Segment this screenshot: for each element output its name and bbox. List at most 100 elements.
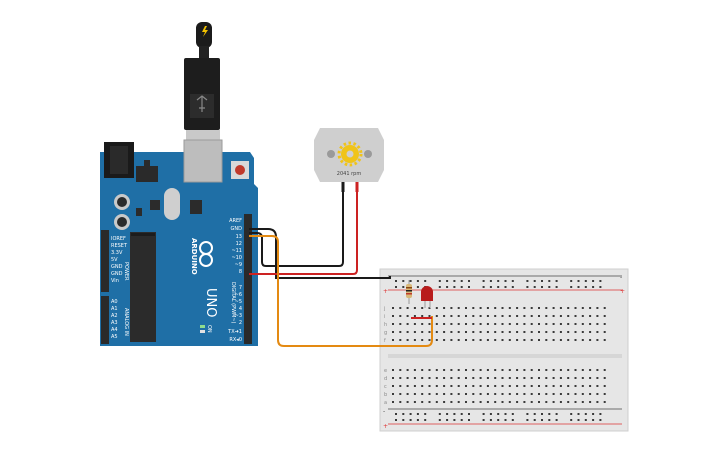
breadboard-hole[interactable]	[413, 323, 416, 325]
breadboard-hole[interactable]	[567, 339, 570, 341]
breadboard-hole[interactable]	[574, 401, 577, 403]
breadboard-hole[interactable]	[486, 323, 489, 325]
breadboard-hole[interactable]	[479, 307, 482, 309]
breadboard-hole[interactable]	[523, 369, 526, 371]
breadboard-hole[interactable]	[577, 286, 580, 288]
breadboard-hole[interactable]	[504, 286, 507, 288]
breadboard-hole[interactable]	[392, 377, 394, 379]
breadboard-hole[interactable]	[530, 339, 533, 341]
breadboard-hole[interactable]	[395, 280, 397, 282]
breadboard-hole[interactable]	[559, 307, 562, 309]
breadboard-hole[interactable]	[530, 385, 533, 387]
breadboard-hole[interactable]	[435, 307, 438, 309]
breadboard-hole[interactable]	[567, 331, 570, 333]
breadboard-hole[interactable]	[574, 377, 577, 379]
breadboard-hole[interactable]	[530, 307, 533, 309]
breadboard-hole[interactable]	[603, 323, 606, 325]
breadboard-hole[interactable]	[589, 369, 592, 371]
breadboard-hole[interactable]	[545, 331, 548, 333]
breadboard-hole[interactable]	[538, 315, 540, 317]
breadboard-hole[interactable]	[559, 315, 562, 317]
breadboard-hole[interactable]	[552, 331, 555, 333]
breadboard-hole[interactable]	[589, 401, 592, 403]
breadboard-hole[interactable]	[409, 413, 412, 415]
breadboard-hole[interactable]	[574, 323, 577, 325]
breadboard-hole[interactable]	[413, 393, 416, 395]
breadboard-hole[interactable]	[559, 401, 562, 403]
breadboard-hole[interactable]	[570, 280, 573, 282]
breadboard-hole[interactable]	[424, 413, 427, 415]
breadboard-hole[interactable]	[599, 280, 602, 282]
breadboard-hole[interactable]	[435, 377, 438, 379]
breadboard-hole[interactable]	[559, 331, 562, 333]
breadboard-hole[interactable]	[435, 339, 438, 341]
breadboard-hole[interactable]	[574, 393, 577, 395]
breadboard-hole[interactable]	[523, 315, 526, 317]
breadboard-hole[interactable]	[552, 401, 555, 403]
breadboard-hole[interactable]	[482, 286, 485, 288]
breadboard-hole[interactable]	[443, 393, 446, 395]
breadboard-hole[interactable]	[538, 377, 540, 379]
breadboard-hole[interactable]	[577, 280, 580, 282]
breadboard-hole[interactable]	[421, 369, 424, 371]
breadboard-hole[interactable]	[446, 280, 449, 282]
wires[interactable]	[249, 192, 433, 347]
breadboard-hole[interactable]	[552, 385, 555, 387]
breadboard-hole[interactable]	[581, 339, 584, 341]
breadboard-hole[interactable]	[450, 401, 453, 403]
breadboard-hole[interactable]	[567, 323, 570, 325]
breadboard-hole[interactable]	[523, 331, 526, 333]
breadboard-hole[interactable]	[450, 307, 453, 309]
breadboard-hole[interactable]	[494, 339, 497, 341]
breadboard-hole[interactable]	[589, 307, 592, 309]
breadboard-hole[interactable]	[511, 419, 514, 421]
breadboard-hole[interactable]	[395, 419, 397, 421]
breadboard-hole[interactable]	[392, 369, 394, 371]
breadboard-hole[interactable]	[392, 339, 394, 341]
breadboard-hole[interactable]	[581, 393, 584, 395]
breadboard-hole[interactable]	[486, 393, 489, 395]
breadboard-hole[interactable]	[538, 331, 540, 333]
breadboard-hole[interactable]	[468, 419, 470, 421]
breadboard-hole[interactable]	[559, 377, 562, 379]
breadboard-hole[interactable]	[468, 286, 470, 288]
breadboard-hole[interactable]	[416, 413, 419, 415]
breadboard-hole[interactable]	[479, 331, 482, 333]
breadboard-hole[interactable]	[413, 339, 416, 341]
breadboard-hole[interactable]	[501, 377, 504, 379]
breadboard-hole[interactable]	[428, 323, 431, 325]
breadboard-hole[interactable]	[508, 385, 511, 387]
breadboard-hole[interactable]	[438, 419, 441, 421]
dc-motor[interactable]: 2041 rpm	[314, 128, 384, 192]
breadboard-hole[interactable]	[446, 413, 449, 415]
breadboard-hole[interactable]	[545, 393, 548, 395]
breadboard-hole[interactable]	[504, 413, 507, 415]
breadboard-hole[interactable]	[406, 331, 409, 333]
breadboard-hole[interactable]	[526, 280, 529, 282]
breadboard-hole[interactable]	[421, 323, 424, 325]
breadboard-hole[interactable]	[472, 369, 475, 371]
breadboard-hole[interactable]	[392, 315, 394, 317]
breadboard-hole[interactable]	[465, 315, 467, 317]
breadboard-hole[interactable]	[501, 331, 504, 333]
breadboard-hole[interactable]	[516, 393, 519, 395]
breadboard-hole[interactable]	[581, 323, 584, 325]
breadboard-hole[interactable]	[567, 393, 570, 395]
breadboard-hole[interactable]	[530, 377, 533, 379]
breadboard-hole[interactable]	[538, 323, 540, 325]
breadboard-hole[interactable]	[599, 286, 602, 288]
breadboard-hole[interactable]	[399, 339, 402, 341]
breadboard-hole[interactable]	[428, 401, 431, 403]
breadboard-hole[interactable]	[450, 369, 453, 371]
breadboard-hole[interactable]	[486, 401, 489, 403]
breadboard-hole[interactable]	[421, 331, 424, 333]
breadboard-hole[interactable]	[435, 369, 438, 371]
breadboard-hole[interactable]	[577, 419, 580, 421]
breadboard-hole[interactable]	[552, 307, 555, 309]
breadboard-hole[interactable]	[450, 377, 453, 379]
breadboard-hole[interactable]	[486, 307, 489, 309]
breadboard-hole[interactable]	[523, 339, 526, 341]
breadboard-hole[interactable]	[552, 339, 555, 341]
breadboard-hole[interactable]	[443, 385, 446, 387]
